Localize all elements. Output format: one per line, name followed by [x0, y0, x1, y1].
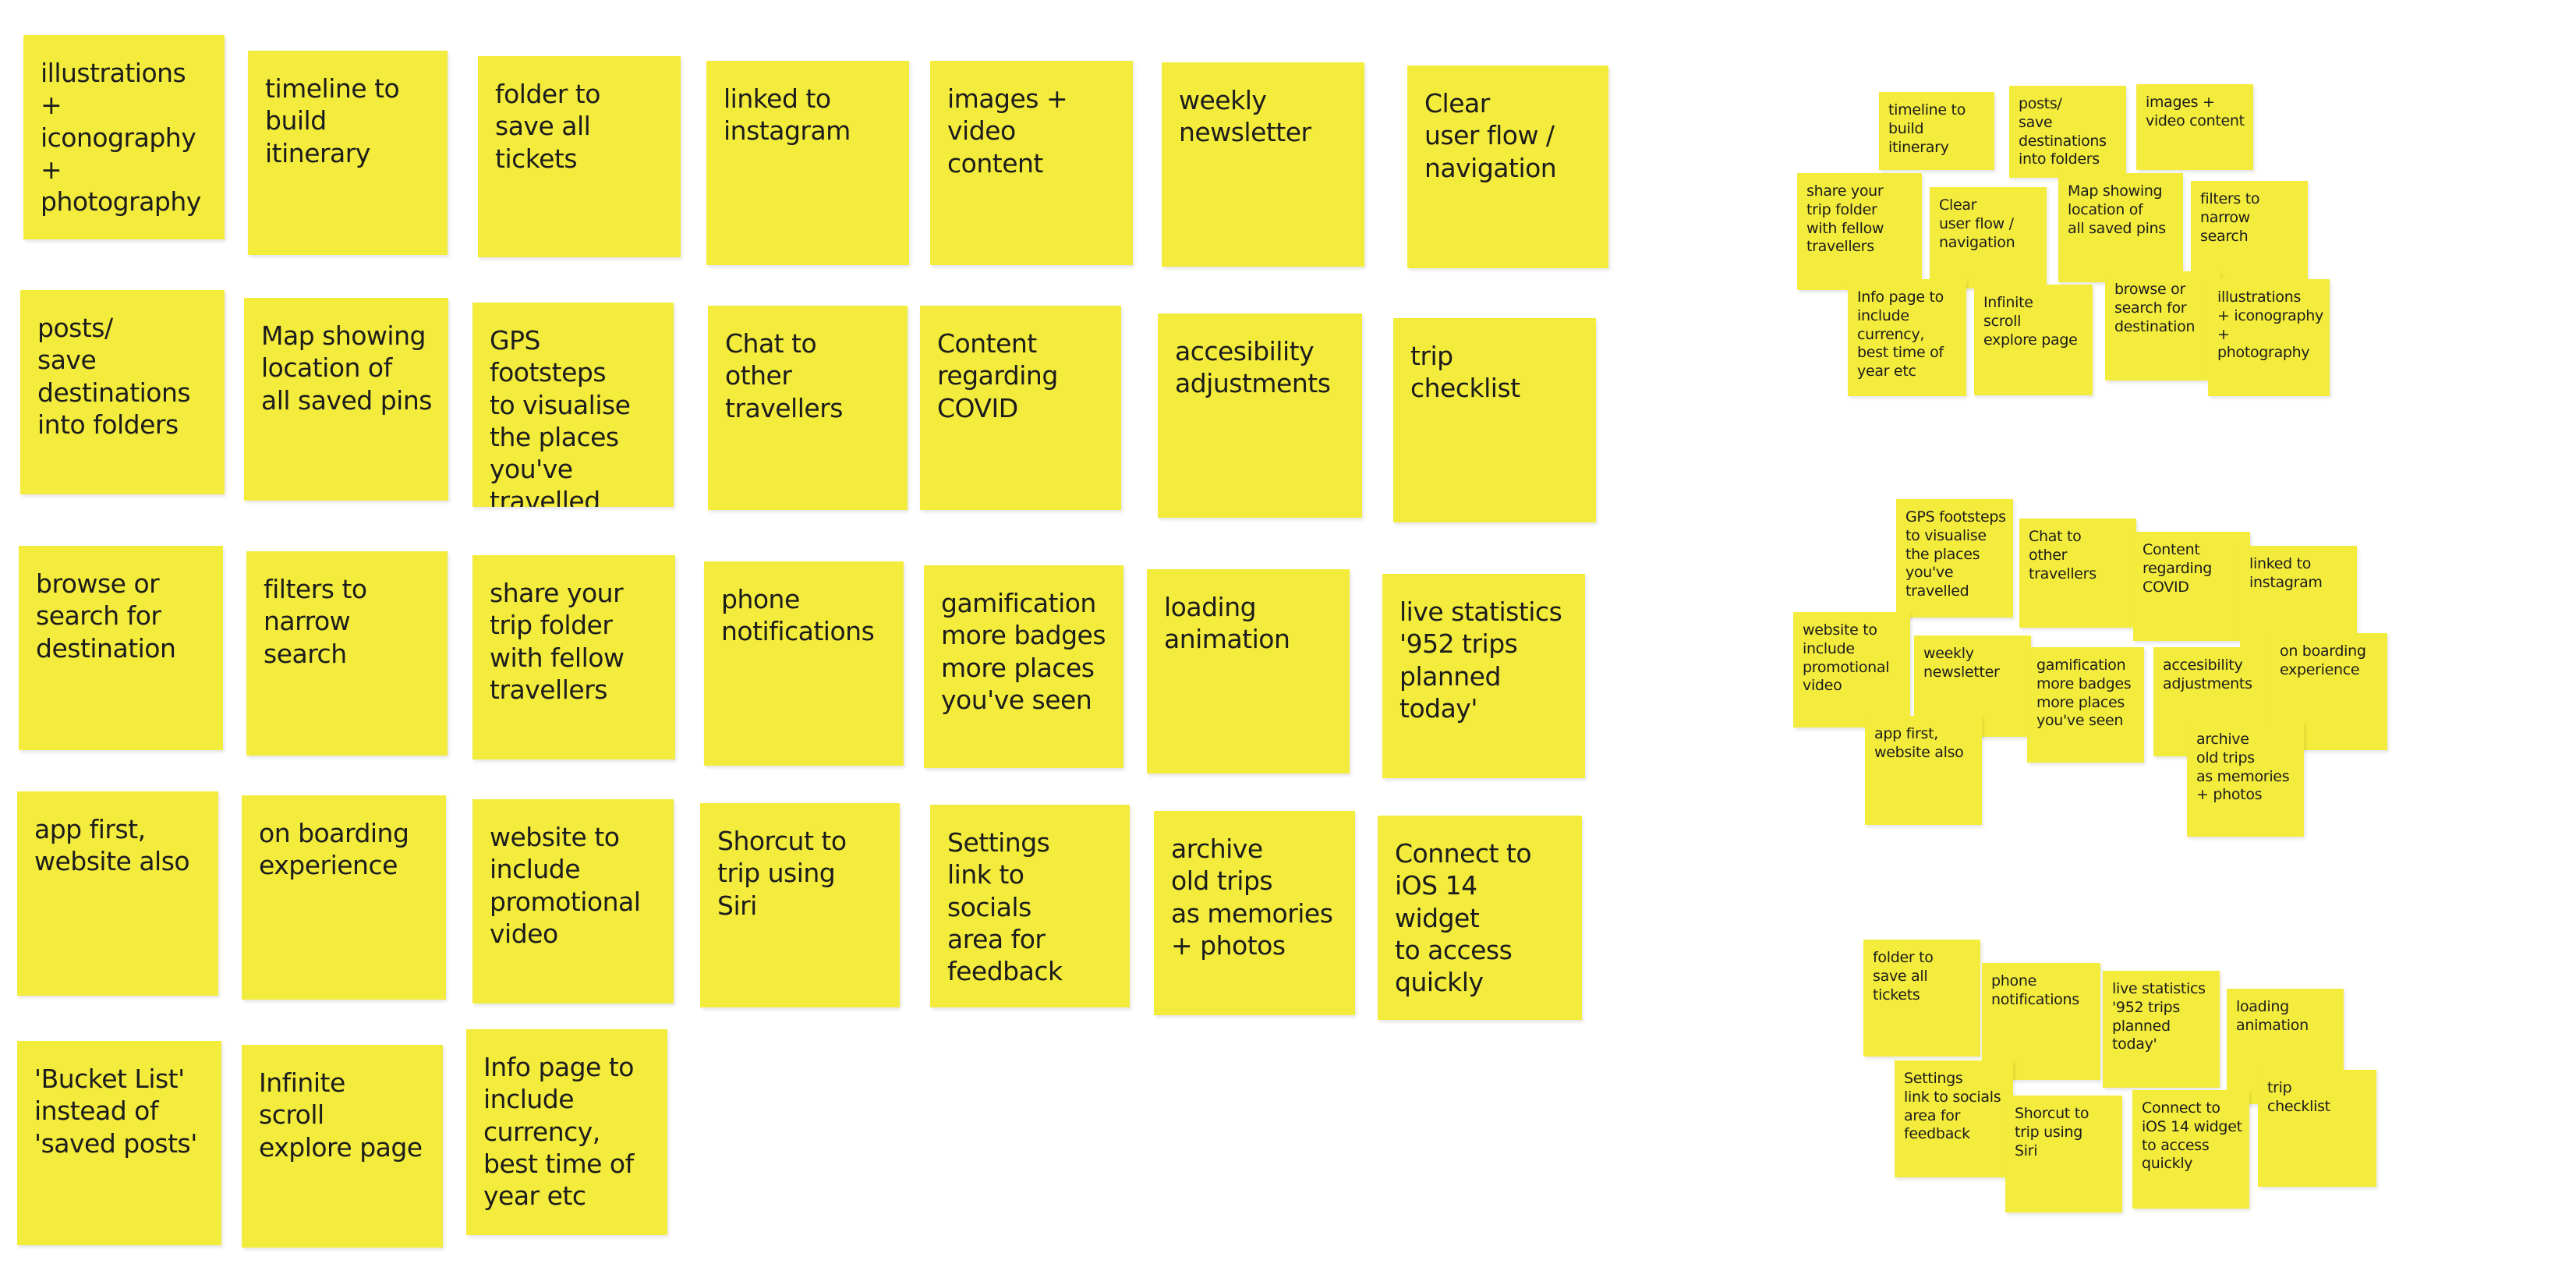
- sticky-note-weekly-newsletter: weekly newsletter: [1162, 62, 1364, 267]
- cluster3-note-trip-checklist: trip checklist: [2258, 1070, 2376, 1187]
- cluster1-note-filters: filters to narrow search: [2191, 181, 2308, 282]
- cluster1-note-timeline: timeline to build itinerary: [1879, 92, 1994, 170]
- cluster2-note-gps-footsteps: GPS footsteps to visualise the places yo…: [1896, 499, 2013, 618]
- cluster3-note-live-statistics: live statistics '952 trips planned today…: [2103, 971, 2220, 1088]
- sticky-note-clear-user-flow: Clear user flow / navigation: [1407, 65, 1608, 268]
- sticky-note-illustrations: illustrations + iconography + photograph…: [23, 35, 225, 239]
- sticky-note-folder-tickets: folder to save all tickets: [478, 56, 681, 257]
- cluster1-note-info-page: Info page to include currency, best time…: [1848, 279, 1966, 396]
- sticky-note-images-video: images + video content: [930, 61, 1133, 265]
- cluster2-note-archive-trips: archive old trips as memories + photos: [2187, 721, 2304, 837]
- sticky-note-map-pins: Map showing location of all saved pins: [244, 298, 448, 501]
- sticky-note-info-page: Info page to include currency, best time…: [466, 1029, 667, 1235]
- cluster1-note-posts-save: posts/ save destinations into folders: [2009, 86, 2126, 178]
- sticky-note-app-first: app first, website also: [17, 791, 218, 996]
- cluster2-note-app-first: app first, website also: [1865, 716, 1982, 825]
- cluster1-note-infinite-scroll: Infinite scroll explore page: [1974, 285, 2093, 395]
- cluster1-note-share-folder: share your trip folder with fellow trave…: [1797, 173, 1922, 290]
- cluster1-note-browse-search: browse or search for destination: [2105, 271, 2220, 381]
- sticky-note-live-statistics: live statistics '952 trips planned today…: [1382, 574, 1585, 778]
- cluster1-note-illustrations: illustrations + iconography + photograph…: [2208, 279, 2330, 396]
- sticky-note-content-covid: Content regarding COVID: [920, 306, 1121, 510]
- sticky-note-posts-save: posts/ save destinations into folders: [20, 290, 225, 494]
- sticky-note-linked-instagram: linked to instagram: [706, 61, 909, 265]
- sticky-note-accessibility: accesibility adjustments: [1158, 313, 1362, 518]
- sticky-note-gamification: gamification more badges more places you…: [924, 565, 1123, 768]
- cluster2-note-website-video: website to include promotional video: [1793, 612, 1910, 727]
- cluster1-note-images-video: images + video content: [2136, 84, 2253, 170]
- sticky-note-infinite-scroll: Infinite scroll explore page: [242, 1045, 443, 1248]
- sticky-note-bucket-list: 'Bucket List' instead of 'saved posts': [17, 1041, 221, 1245]
- sticky-note-filters: filters to narrow search: [246, 551, 448, 756]
- sticky-note-gps-footsteps: GPS footsteps to visualise the places yo…: [472, 303, 674, 507]
- sticky-note-browse-search: browse or search for destination: [19, 546, 223, 750]
- cluster2-note-content-covid: Content regarding COVID: [2133, 532, 2250, 641]
- sticky-note-archive-trips: archive old trips as memories + photos: [1154, 811, 1355, 1015]
- sticky-note-website-video: website to include promotional video: [472, 799, 674, 1004]
- cluster1-note-map-pins: Map showing location of all saved pins: [2058, 173, 2183, 282]
- cluster2-note-gamification: gamification more badges more places you…: [2027, 647, 2144, 763]
- cluster3-note-ios-widget: Connect to iOS 14 widget to access quick…: [2132, 1090, 2249, 1209]
- sticky-note-settings-socials: Settings link to socials area for feedba…: [930, 805, 1130, 1007]
- sticky-note-shortcut-siri: Shorcut to trip using Siri: [700, 803, 900, 1007]
- cluster2-note-chat-travellers: Chat to other travellers: [2019, 519, 2136, 628]
- sticky-note-on-boarding: on boarding experience: [242, 795, 446, 1000]
- sticky-note-loading-animation: loading animation: [1147, 569, 1350, 773]
- cluster1-note-clear-user-flow: Clear user flow / navigation: [1930, 187, 2047, 289]
- sticky-note-ios-widget: Connect to iOS 14 widget to access quick…: [1378, 816, 1582, 1020]
- sticky-note-chat-travellers: Chat to other travellers: [708, 306, 908, 510]
- cluster3-note-shortcut-siri: Shorcut to trip using Siri: [2005, 1096, 2122, 1212]
- sticky-note-phone-notifications: phone notifications: [704, 561, 904, 766]
- sticky-note-timeline: timeline to build itinerary: [248, 51, 448, 255]
- cluster3-note-settings-socials: Settings link to socials area for feedba…: [1895, 1060, 2013, 1177]
- sticky-note-trip-checklist: trip checklist: [1393, 318, 1596, 522]
- sticky-note-share-folder: share your trip folder with fellow trave…: [472, 555, 675, 759]
- cluster3-note-folder-tickets: folder to save all tickets: [1863, 940, 1980, 1057]
